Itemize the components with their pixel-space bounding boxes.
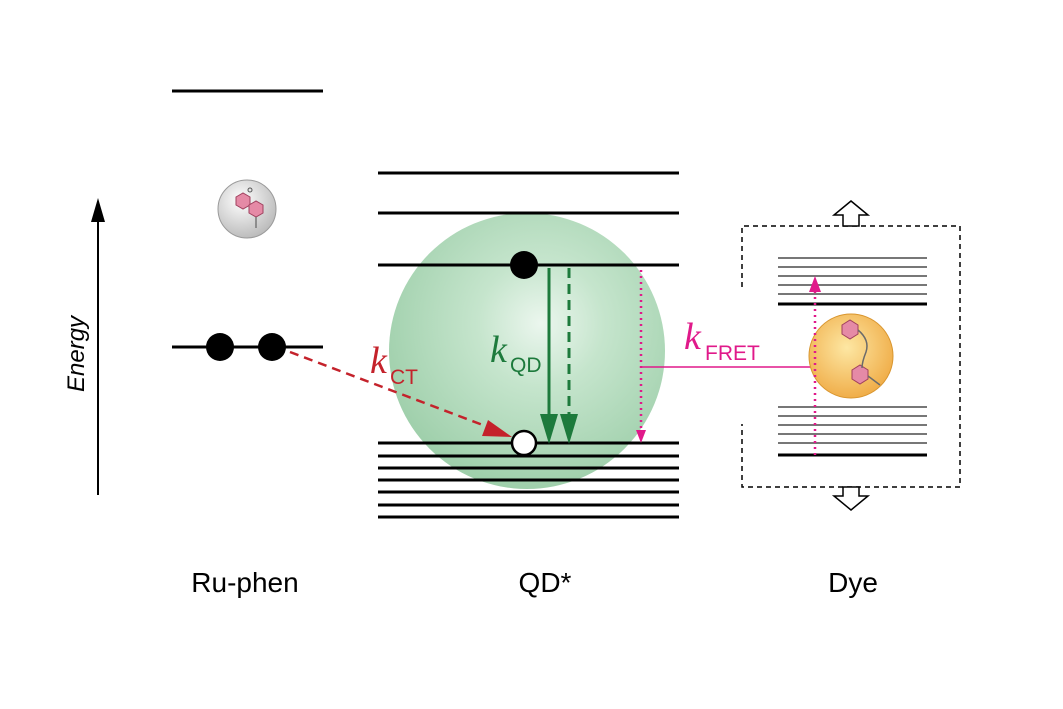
species-label-ru: Ru-phen	[191, 567, 298, 598]
dye-lower-levels	[778, 406, 927, 444]
energy-axis-head-icon	[91, 198, 105, 222]
svg-text:FRET: FRET	[705, 342, 760, 365]
qd-fret-dotted-arrow	[636, 270, 646, 443]
dye-dashed-box	[741, 225, 961, 488]
dye-excitation-arrow	[809, 276, 821, 455]
qd-relaxation-arrows	[540, 268, 578, 444]
svg-text:k: k	[490, 329, 508, 371]
svg-text:k: k	[684, 316, 702, 358]
dye-molecule-icon	[808, 313, 894, 399]
qd-lower-levels	[378, 441, 679, 519]
ru-electron-2	[258, 333, 286, 361]
svg-text:QD: QD	[510, 354, 542, 377]
k-qd-label: k QD	[490, 329, 542, 377]
species-label-qd: QD*	[519, 567, 572, 598]
qd-electron	[510, 251, 538, 279]
k-fret-label: k FRET	[684, 316, 760, 365]
svg-text:CT: CT	[390, 366, 418, 389]
hollow-down-arrow-icon	[831, 486, 871, 511]
qd-sphere	[389, 213, 665, 489]
energy-axis-label: Energy	[63, 314, 90, 392]
hollow-up-arrow-icon	[831, 200, 871, 227]
svg-text:k: k	[370, 340, 388, 382]
ct-dashed-arrow	[289, 350, 512, 437]
species-label-dye: Dye	[828, 567, 878, 598]
qd-hole	[510, 429, 538, 457]
k-ct-label: k CT	[370, 340, 418, 389]
ru-phen-complex-icon	[217, 179, 277, 239]
ru-electron-1	[206, 333, 234, 361]
dye-upper-levels	[778, 257, 927, 295]
